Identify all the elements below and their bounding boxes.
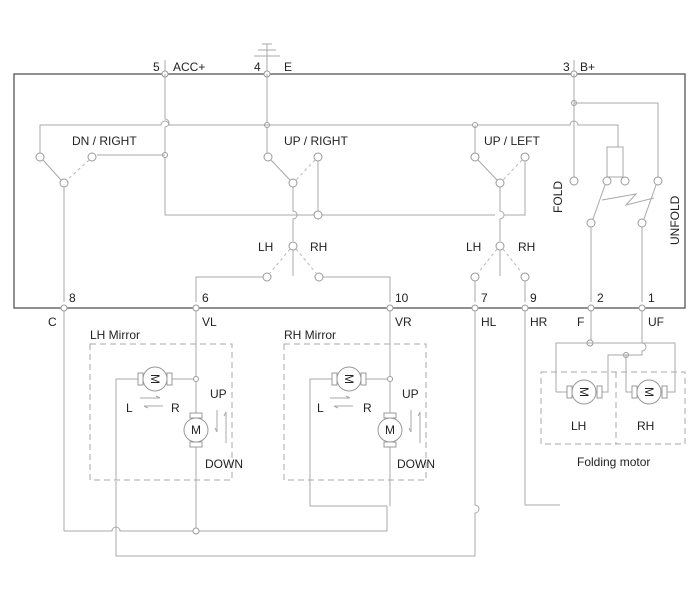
- pin-5-number: 5: [153, 60, 160, 74]
- lh-down-label: DOWN: [205, 457, 243, 471]
- bottom-connector: 8 C 6 VL 10 VR 7 HL 9 HR 2 F 1 UF: [48, 291, 664, 329]
- pin-8-signal: C: [48, 315, 57, 329]
- lh-vertical-motor-icon: M: [183, 412, 209, 448]
- rh-left-label: L: [317, 401, 324, 415]
- ground-icon: [254, 43, 280, 57]
- pin-1-number: 1: [648, 291, 655, 305]
- rh-mirror-title: RH Mirror: [284, 328, 336, 342]
- switch-unit-box: [13, 73, 686, 309]
- fold-rh-label: RH: [637, 419, 654, 433]
- selector-horizontal: LH RH: [466, 240, 535, 302]
- rh-right-arrow-icon: [330, 395, 351, 399]
- switch-dn-right: DN / RIGHT: [35, 134, 137, 302]
- pin-2-signal: F: [577, 315, 584, 329]
- rh-right-label: R: [363, 401, 372, 415]
- lh-left-label: L: [126, 401, 133, 415]
- pin-3-signal: B+: [580, 60, 595, 74]
- svg-text:M: M: [577, 387, 591, 397]
- pin-4-signal: E: [284, 60, 292, 74]
- pin-9-signal: HR: [530, 315, 548, 329]
- lh-right-arrow-icon: [140, 395, 161, 399]
- pin-9-number: 9: [530, 291, 537, 305]
- fold-label: FOLD: [551, 181, 565, 213]
- switch-up-left: UP / LEFT: [470, 134, 540, 241]
- rh-left-arrow-icon: [333, 405, 353, 409]
- lh-up-arrow-icon: [223, 411, 227, 443]
- svg-text:M: M: [642, 387, 656, 397]
- pin-8-number: 8: [69, 291, 76, 305]
- pin-5-signal: ACC+: [173, 60, 205, 74]
- pin-1-signal: UF: [648, 315, 664, 329]
- selector-v-lh: LH: [258, 240, 273, 254]
- lh-up-label: UP: [210, 387, 227, 401]
- rh-down-arrow-icon: [408, 410, 412, 433]
- switch-up-left-label: UP / LEFT: [484, 134, 540, 148]
- svg-text:M: M: [148, 374, 162, 384]
- fold-rh-motor-icon: M: [631, 379, 668, 405]
- pin-4-number: 4: [254, 60, 261, 74]
- switch-fold-unfold: FOLD UNFOLD: [551, 74, 682, 302]
- lh-right-label: R: [171, 401, 180, 415]
- rh-up-label: UP: [402, 387, 419, 401]
- pin-3-number: 3: [563, 60, 570, 74]
- svg-text:M: M: [385, 423, 395, 437]
- rh-down-label: DOWN: [397, 457, 435, 471]
- selector-v-rh: RH: [310, 240, 327, 254]
- switch-up-right: UP / RIGHT: [263, 134, 348, 241]
- lh-down-arrow-icon: [214, 410, 218, 433]
- fold-lh-label: LH: [571, 419, 586, 433]
- lh-mirror: LH Mirror M L R M UP DOWN: [89, 328, 243, 481]
- pin-10-signal: VR: [395, 315, 412, 329]
- pin-6-number: 6: [202, 291, 209, 305]
- pin-10-number: 10: [395, 291, 409, 305]
- pin-7-number: 7: [481, 291, 488, 305]
- selector-vertical: LH RH: [195, 240, 391, 302]
- rh-horizontal-motor-icon: M: [331, 366, 367, 392]
- lh-mirror-title: LH Mirror: [90, 328, 140, 342]
- lh-horizontal-motor-icon: M: [137, 366, 173, 392]
- rh-up-arrow-icon: [417, 411, 421, 443]
- folding-motor: M M LH RH Folding motor: [540, 311, 686, 469]
- svg-text:M: M: [342, 374, 356, 384]
- pin-7-signal: HL: [481, 315, 497, 329]
- folding-motor-title: Folding motor: [577, 455, 650, 469]
- fold-lh-motor-icon: M: [566, 379, 603, 405]
- svg-text:M: M: [191, 423, 201, 437]
- switch-dn-right-label: DN / RIGHT: [72, 134, 137, 148]
- pin-2-number: 2: [597, 291, 604, 305]
- rh-mirror: RH Mirror M L R M UP DOWN: [283, 328, 435, 506]
- selector-h-lh: LH: [466, 240, 481, 254]
- switch-up-right-label: UP / RIGHT: [284, 134, 348, 148]
- pin-6-signal: VL: [202, 315, 217, 329]
- selector-h-rh: RH: [518, 240, 535, 254]
- lh-left-arrow-icon: [143, 405, 163, 409]
- rh-vertical-motor-icon: M: [377, 412, 403, 448]
- unfold-label: UNFOLD: [668, 195, 682, 245]
